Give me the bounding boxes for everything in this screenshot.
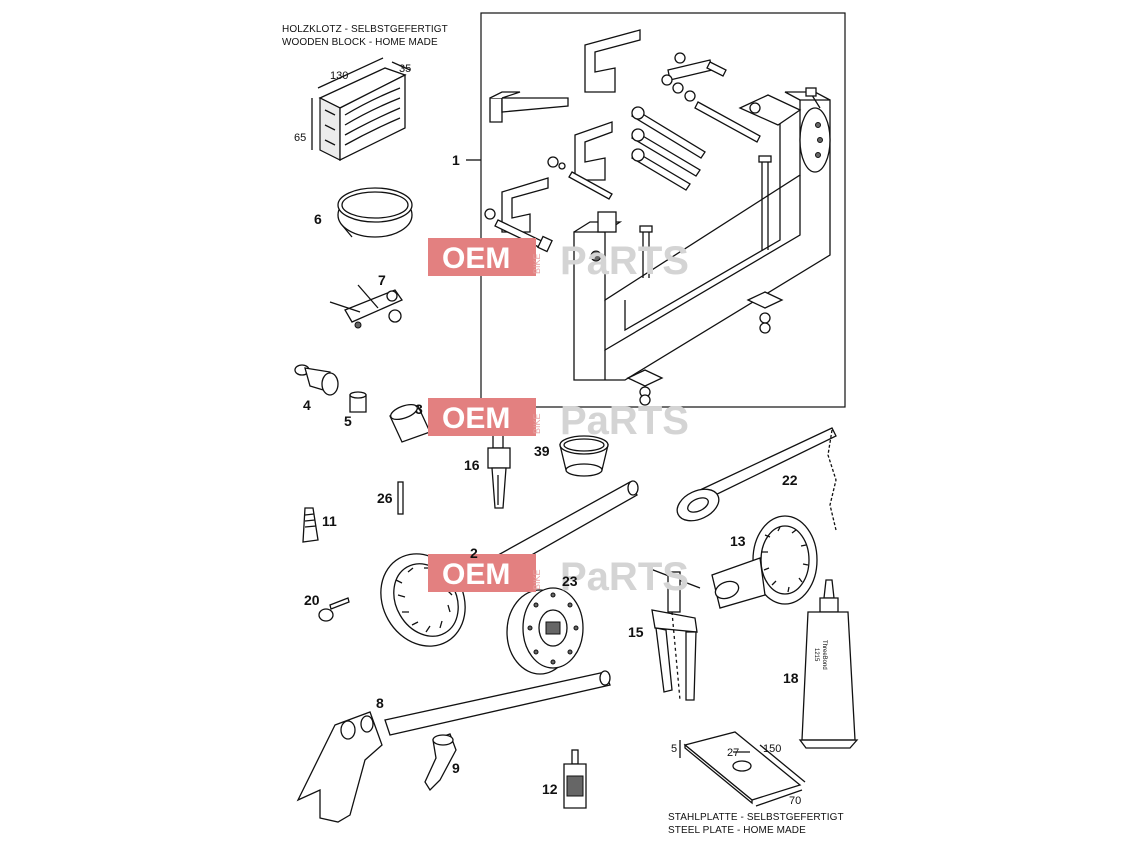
callout-11: 11 — [322, 513, 337, 529]
callout-23: 23 — [562, 573, 578, 589]
part-18-sealant-tube — [798, 579, 859, 749]
callout-20: 20 — [304, 592, 320, 608]
watermark-3: OEM BIKE PaRTS — [428, 554, 689, 599]
callout-16: 16 — [464, 457, 480, 473]
callout-26: 26 — [377, 490, 393, 506]
watermark-bike-text: BIKE — [532, 569, 542, 590]
block-depth-dim: 35 — [399, 63, 411, 75]
callout-7: 7 — [378, 272, 386, 288]
part-16-puller — [487, 427, 511, 509]
watermark-oem-text: OEM — [442, 242, 510, 275]
wood-block-note-en: WOODEN BLOCK - HOME MADE — [282, 37, 438, 48]
callout-6: 6 — [314, 211, 322, 227]
steel-plate — [679, 731, 806, 807]
callout-4: 4 — [303, 397, 311, 413]
part-26-pin — [397, 481, 404, 515]
block-height-dim: 65 — [294, 132, 306, 144]
part-7-puller-bar — [329, 284, 403, 329]
part-20-screw — [318, 597, 350, 622]
plate-length-dim: 150 — [763, 743, 781, 755]
part-9-retainer — [424, 733, 457, 792]
watermark-oem-text: OEM — [442, 402, 510, 435]
part-1-frame-box — [480, 12, 846, 408]
callout-2: 2 — [470, 545, 478, 561]
part-6-clamp-ring — [337, 187, 413, 238]
watermark-bike-text: BIKE — [532, 253, 542, 274]
callout-3: 3 — [415, 401, 423, 417]
tube-brand-label: ThreeBond — [821, 640, 827, 670]
plate-width-dim: 70 — [789, 795, 801, 807]
part-1-bolts — [484, 52, 761, 253]
part-12-bottle — [563, 749, 587, 809]
watermark-2: OEM BIKE PaRTS — [428, 398, 689, 443]
watermark-parts-text: PaRTS — [560, 399, 689, 443]
part-8-support-stand — [296, 670, 611, 823]
part-15-gear-puller — [647, 567, 701, 701]
callout-39: 39 — [534, 443, 550, 459]
callout-1: 1 — [452, 152, 460, 168]
callout-5: 5 — [344, 413, 352, 429]
callout-12: 12 — [542, 781, 558, 797]
wooden-block — [311, 57, 411, 162]
part-22-chain-wrench — [676, 427, 837, 531]
callout-8: 8 — [376, 695, 384, 711]
part-3-sleeve — [389, 403, 431, 443]
part-23-flywheel-puller — [506, 587, 584, 675]
watermark-bike-text: BIKE — [532, 413, 542, 434]
callout-22: 22 — [782, 472, 798, 488]
plate-thickness-dim: 5 — [671, 743, 677, 755]
block-length-dim: 130 — [330, 70, 348, 82]
part-39-cup-tool — [559, 435, 609, 477]
part-5-sleeve — [349, 391, 367, 413]
callout-13: 13 — [730, 533, 746, 549]
wood-block-note-de: HOLZKLOTZ - SELBSTGEFERTIGT — [282, 24, 448, 35]
callout-18: 18 — [783, 670, 799, 686]
plate-hole-dim: 27 — [727, 747, 739, 759]
part-11-bit — [302, 507, 319, 543]
part-13-holder — [711, 515, 818, 609]
callout-9: 9 — [452, 760, 460, 776]
part-1-engine-stand — [484, 29, 831, 406]
watermark-oem-text: OEM — [442, 558, 510, 591]
steel-plate-note-en: STEEL PLATE - HOME MADE — [668, 825, 806, 836]
part-4-adapter — [294, 364, 339, 396]
watermark-parts-text: PaRTS — [560, 239, 689, 283]
tube-code-label: 1215 — [813, 648, 819, 662]
callout-15: 15 — [628, 624, 644, 640]
watermark-parts-text: PaRTS — [560, 555, 689, 599]
steel-plate-note-de: STAHLPLATTE - SELBSTGEFERTIGT — [668, 812, 844, 823]
watermark-1: OEM BIKE PaRTS — [428, 238, 689, 283]
